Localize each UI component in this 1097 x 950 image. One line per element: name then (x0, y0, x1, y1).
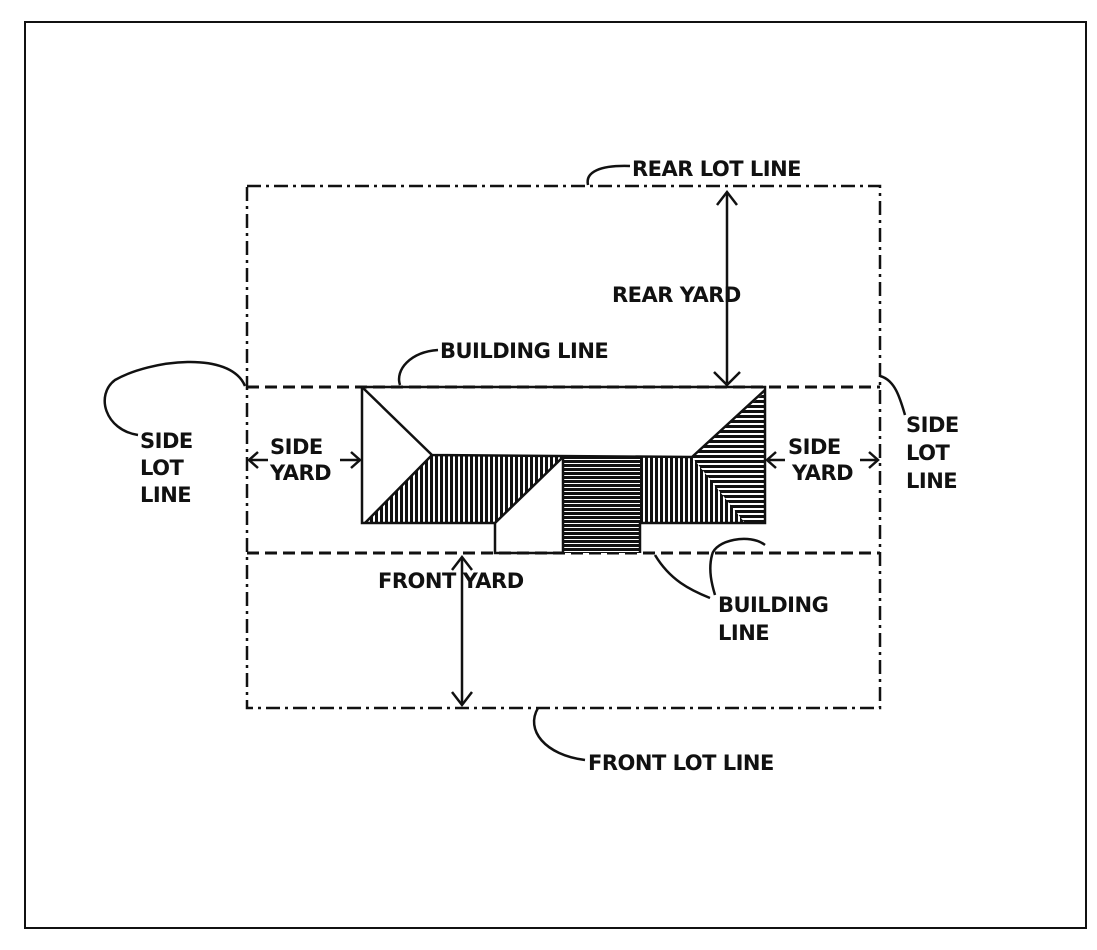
leader-building-line-top (397, 348, 439, 386)
svg-text:SIDE: SIDE (270, 435, 323, 459)
svg-text:LINE: LINE (718, 621, 769, 645)
label-side-lot-line-right: SIDE LOT LINE (906, 413, 959, 493)
label-rear-yard: REAR YARD (612, 283, 741, 307)
label-front-yard: FRONT YARD (378, 569, 524, 593)
leader-building-line-bottom (653, 537, 766, 600)
label-side-yard-left: SIDE YARD (269, 435, 332, 485)
svg-text:SIDE: SIDE (906, 413, 959, 437)
label-side-lot-line-left: SIDE LOT LINE (140, 429, 193, 507)
rear-yard-dimension (713, 189, 741, 387)
building-roof-plan (360, 385, 767, 555)
svg-text:LINE: LINE (906, 469, 957, 493)
svg-text:BUILDING: BUILDING (718, 593, 828, 617)
front-yard-dimension (451, 554, 473, 708)
leader-front-lot-line (532, 707, 586, 762)
side-yard-left-dimension (247, 451, 362, 469)
svg-text:YARD: YARD (791, 461, 853, 485)
svg-text:SIDE: SIDE (140, 429, 193, 453)
svg-text:LOT: LOT (140, 456, 184, 480)
label-building-line-bottom: BUILDING LINE (718, 593, 829, 645)
label-side-yard-right: SIDE YARD (788, 435, 854, 485)
svg-text:YARD: YARD (269, 461, 331, 485)
label-building-line-top: BUILDING LINE (440, 339, 608, 363)
leader-rear-lot-line (586, 164, 631, 186)
side-yard-right-dimension (765, 451, 880, 469)
svg-text:SIDE: SIDE (788, 435, 841, 459)
svg-text:LOT: LOT (906, 441, 950, 465)
svg-text:LINE: LINE (140, 483, 191, 507)
outer-frame (24, 21, 1087, 929)
label-front-lot-line: FRONT LOT LINE (588, 751, 774, 775)
leader-side-lot-line-right (879, 374, 907, 416)
label-rear-lot-line: REAR LOT LINE (632, 157, 801, 181)
lot-boundary (245, 184, 882, 710)
leader-side-lot-line-left (103, 360, 247, 437)
